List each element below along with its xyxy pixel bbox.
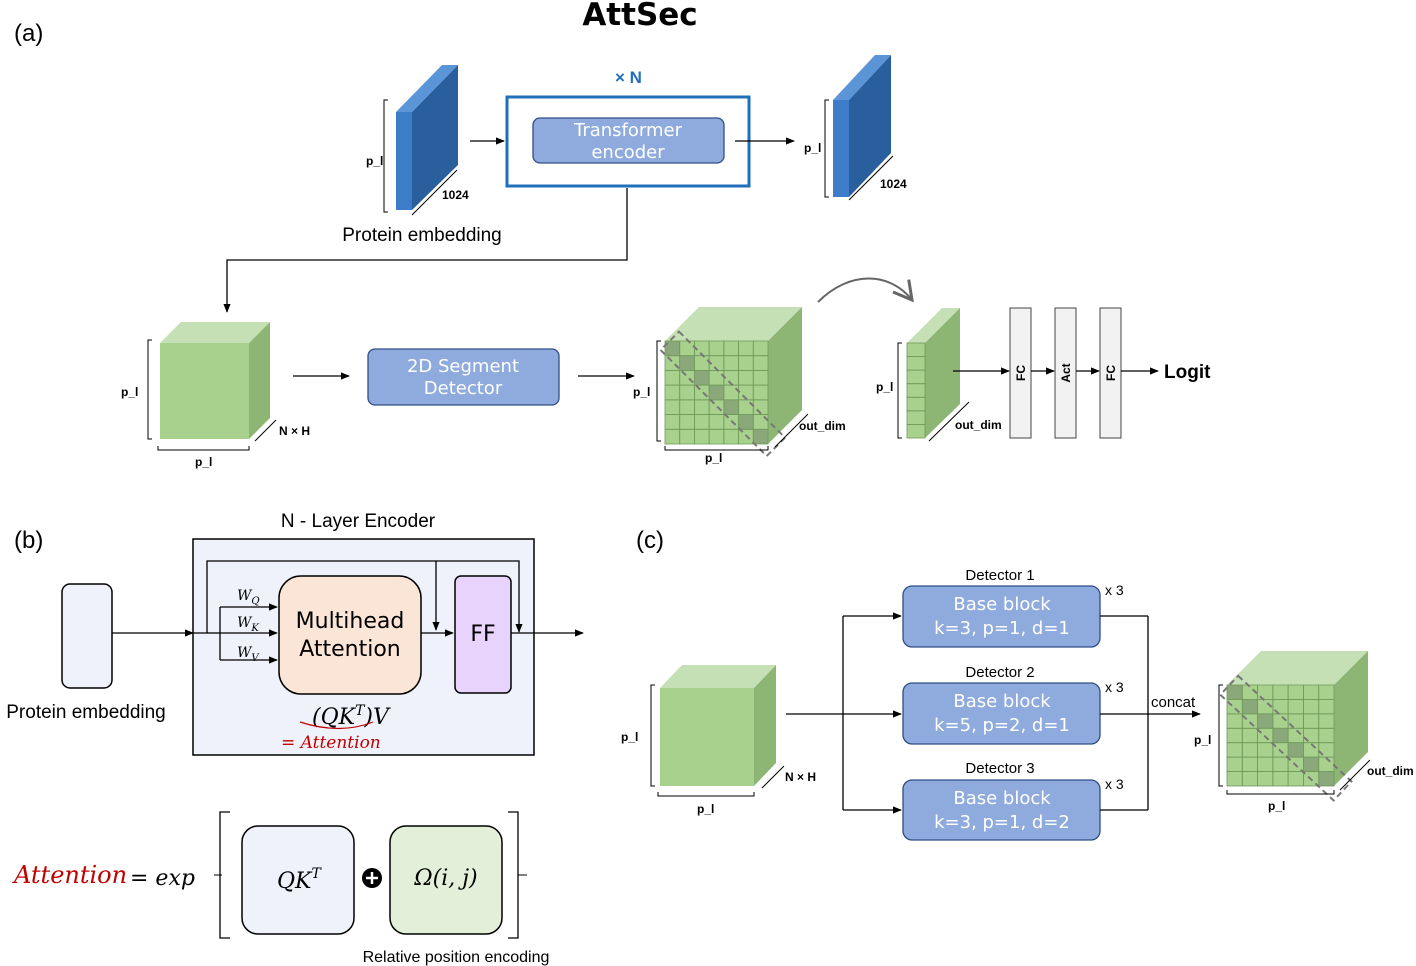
act-label: Act xyxy=(1059,363,1073,382)
grid-pl-left: p_l xyxy=(633,385,650,399)
grid-pl-bottom: p_l xyxy=(705,451,722,465)
diagonal-cell xyxy=(738,414,754,430)
fc2-label: FC xyxy=(1104,365,1118,381)
extract-arrow xyxy=(817,277,914,303)
omega-box xyxy=(389,825,503,935)
fc1-label: FC xyxy=(1014,365,1028,381)
cube-nh-label: N × H xyxy=(279,424,310,438)
diagonal-cell xyxy=(1226,684,1243,700)
cube-pl-bottom: p_l xyxy=(195,455,212,469)
detector-2-title: Detector 2 xyxy=(965,664,1034,681)
fc2-box xyxy=(1099,307,1122,439)
segment-detector-box xyxy=(367,348,560,406)
panel-a-label: (a) xyxy=(14,20,43,47)
c-cube-pl-left: p_l xyxy=(621,730,638,744)
diagonal-slice xyxy=(906,308,960,439)
detector-2-block: Base block xyxy=(953,691,1051,712)
diagonal-cell xyxy=(1272,727,1289,744)
dim-1024-label: 1024 xyxy=(442,188,469,202)
relpos-label: Relative position encoding xyxy=(363,949,550,966)
dim-pl-label: p_l xyxy=(366,154,383,168)
right-bracket xyxy=(508,811,519,939)
output-grid-cube-c xyxy=(1218,651,1368,802)
detector-3-params: k=3, p=1, d=2 xyxy=(934,812,1070,833)
c-grid-outdim: out_dim xyxy=(1367,764,1414,778)
connector-to-cube xyxy=(223,188,628,313)
encoder-title: N - Layer Encoder xyxy=(281,511,436,532)
attention-formula: (QKT)V xyxy=(312,703,391,730)
ff-label: FF xyxy=(470,622,495,647)
diagonal-cell xyxy=(1318,771,1335,787)
detector-label-2: Detector xyxy=(424,378,503,399)
act-box xyxy=(1054,307,1077,439)
detector-1-title: Detector 1 xyxy=(965,567,1034,584)
multihead-label-1: Multihead xyxy=(296,609,405,634)
diagonal-cell xyxy=(723,399,739,415)
multihead-label-2: Attention xyxy=(299,637,401,662)
concat-label: concat xyxy=(1151,694,1196,711)
dim-1024-label-right: 1024 xyxy=(880,177,907,191)
slice-outdim-label: out_dim xyxy=(955,418,1002,432)
repeat-n-label: × N xyxy=(615,68,642,87)
panel-b-label: (b) xyxy=(14,527,43,554)
slice-pl-label: p_l xyxy=(876,380,893,394)
cube-pl-left: p_l xyxy=(121,385,138,399)
c-grid-pl-bottom: p_l xyxy=(1268,799,1285,813)
formula-brace xyxy=(299,721,374,730)
output-embedding-slab xyxy=(833,55,891,197)
logit-label: Logit xyxy=(1164,362,1211,383)
c-grid-pl-left: p_l xyxy=(1194,733,1211,747)
detector-1-rep: x 3 xyxy=(1105,582,1124,598)
wk-label: WK xyxy=(237,615,259,634)
c-cube-pl-bottom: p_l xyxy=(697,802,714,816)
wq-label: WQ xyxy=(237,588,260,607)
input-cube-c xyxy=(660,665,776,786)
residual-path xyxy=(193,560,523,634)
diagonal-cell xyxy=(679,355,695,371)
output-grid-cube xyxy=(659,307,802,458)
detector-label-1: 2D Segment xyxy=(407,356,519,377)
detector-1-block: Base block xyxy=(953,594,1051,615)
qk-box xyxy=(241,825,355,935)
detector-2-rep: x 3 xyxy=(1105,679,1124,695)
protein-embedding-label: Protein embedding xyxy=(342,225,502,246)
depth-bracket xyxy=(411,169,458,216)
feature-cube xyxy=(160,322,270,439)
transformer-label-2: encoder xyxy=(591,142,665,163)
diagonal-cell xyxy=(1287,742,1304,758)
omega-label: Ω(i, j) xyxy=(413,866,477,891)
diagonal-cell xyxy=(752,428,769,445)
wv-label: WV xyxy=(237,645,260,664)
diagonal-cell xyxy=(1303,756,1320,772)
fc1-box xyxy=(1009,307,1032,439)
diagonal-cell xyxy=(1241,699,1258,715)
eq-exp: = exp xyxy=(130,866,195,891)
slice-cell xyxy=(906,424,926,439)
input-embedding-slab xyxy=(396,65,458,210)
detector-3-rep: x 3 xyxy=(1105,776,1124,792)
pl-bracket xyxy=(383,99,388,213)
c-cube-nh: N × H xyxy=(785,770,816,784)
formula-eq-label: = Attention xyxy=(281,733,381,753)
eq-lhs: Attention xyxy=(12,861,127,889)
multihead-attention-box xyxy=(278,575,422,695)
transformer-encoder-box xyxy=(532,117,725,164)
protein-embedding-b: Protein embedding xyxy=(6,702,166,723)
ff-box xyxy=(454,575,512,694)
detector-3-title: Detector 3 xyxy=(965,760,1034,777)
transformer-label-1: Transformer xyxy=(573,120,683,141)
input-embedding-box xyxy=(61,583,113,689)
detector-1-params: k=3, p=1, d=1 xyxy=(934,618,1070,639)
diagonal-cell xyxy=(708,384,725,401)
diagonal-cell xyxy=(694,370,710,386)
detector-3-block: Base block xyxy=(953,788,1051,809)
detector-2-params: k=5, p=2, d=1 xyxy=(934,715,1070,736)
qk-label: QKT xyxy=(277,866,322,894)
dim-pl-label-right: p_l xyxy=(804,141,821,155)
figure-title: AttSec xyxy=(582,0,697,33)
panel-c-label: (c) xyxy=(636,527,664,554)
diagonal-cell xyxy=(1257,713,1274,729)
grid-outdim-label: out_dim xyxy=(799,419,846,433)
